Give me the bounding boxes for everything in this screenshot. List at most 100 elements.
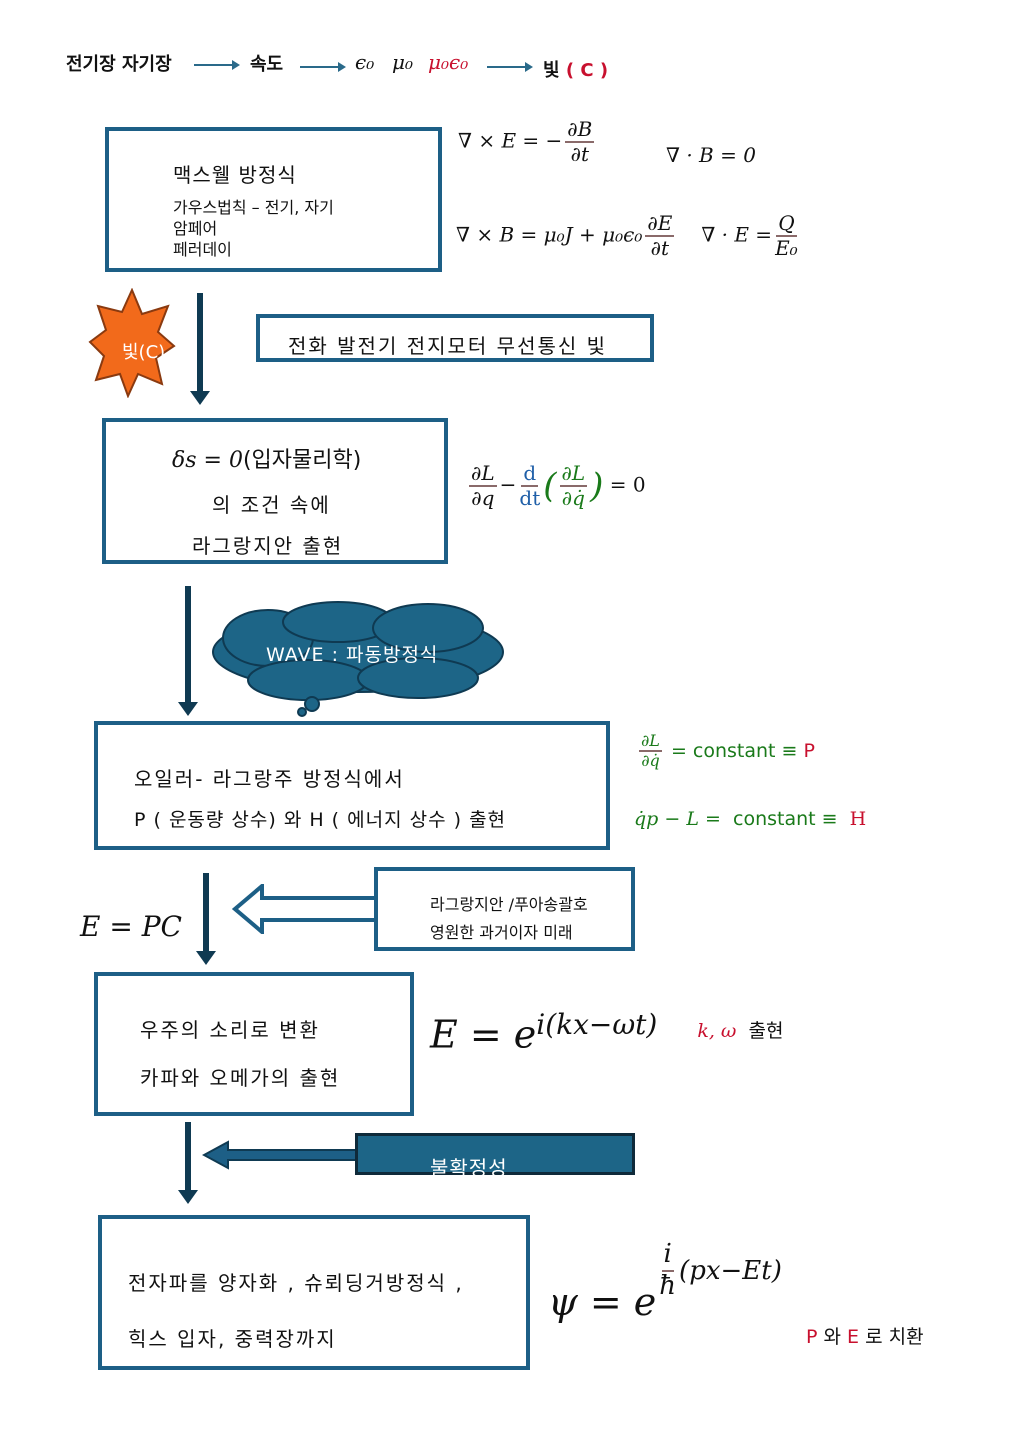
down-arrow: [190, 293, 210, 405]
eq-base: E = e: [430, 1012, 537, 1057]
eq-exponent: i(kx−ωt): [536, 1008, 658, 1041]
cloud-icon: [212, 601, 504, 717]
down-arrow: [178, 586, 198, 716]
arrow: [487, 62, 533, 72]
minus: −: [499, 472, 517, 497]
ampere-eq: ∇ × B = μ₀J + μ₀ϵ₀∂E∂t: [456, 212, 677, 260]
k-omega-emerge: k, ω 출현: [697, 1016, 783, 1057]
epsilon0: ϵ₀: [355, 50, 375, 74]
den: ∂t: [570, 142, 589, 166]
den: ∂q̇: [641, 751, 660, 771]
arrow: [194, 60, 240, 70]
down-arrow: [196, 873, 216, 965]
star-label: 빛(C): [122, 342, 166, 363]
uncertainty-banner: 불확정성: [355, 1133, 635, 1180]
delta-s: δs = 0: [172, 448, 243, 473]
condition-text: 의 조건 속에: [212, 493, 331, 517]
quantum-box: 전자파를 양자화 , 슈뢰딩거방정식 , 힉스 입자, 중력장까지: [98, 1215, 530, 1370]
and-text: 와: [823, 1326, 841, 1348]
equals-zero: = 0: [609, 472, 646, 497]
kappa-omega-text: 카파와 오메가의 출현: [140, 1066, 341, 1090]
maxwell-title: 맥스웰 방정식: [173, 163, 297, 187]
law-ampere: 암페어: [173, 219, 218, 238]
k-omega: k, ω: [697, 1019, 737, 1042]
den: ħ: [659, 1270, 677, 1301]
exp-rest: (px−Et): [679, 1255, 782, 1286]
p-h-text: P ( 운동량 상수) 와 H ( 에너지 상수 ) 출현: [134, 809, 507, 831]
eternity-text: 영원한 과거이자 미래: [430, 923, 573, 942]
poisson-text: 라그랑지안 /푸아송괄호: [430, 895, 588, 914]
den: ∂t: [650, 236, 670, 260]
eq-text: ∇ · E =: [701, 222, 773, 247]
gauss-b-eq: ∇ · B = 0: [666, 143, 756, 167]
higgs-text: 힉스 입자, 중력장까지: [128, 1327, 337, 1351]
den: E₀: [775, 236, 798, 260]
eq-base: ψ = e: [548, 1279, 657, 1324]
num: i: [661, 1239, 674, 1272]
num: ∂B: [565, 117, 595, 143]
uncertainty-label: 불확정성: [430, 1156, 508, 1180]
h-symbol: H: [849, 808, 867, 830]
hamiltonian-left: q̇p − L =: [634, 808, 721, 830]
eq-text: ∇ × E = −: [458, 128, 563, 153]
constant-text: = constant ≡: [670, 739, 798, 762]
num: ∂L: [559, 461, 588, 487]
den: dt: [519, 486, 541, 510]
mu0: μ₀: [392, 50, 414, 74]
law-faraday: 페러데이: [173, 240, 232, 259]
emerge-text: 출현: [748, 1019, 784, 1042]
maxwell-laws: 가우스법칙 – 전기, 자기 암페어 페러데이: [173, 197, 334, 260]
applications-box: 전화 발전기 전지모터 무선통신 빛: [256, 314, 654, 362]
fields-label: 전기장 자기장: [66, 54, 172, 75]
num: ∂L: [639, 731, 662, 753]
substitute-text: P 와 E 로 치환: [806, 1322, 924, 1349]
num: ∂E: [645, 211, 675, 237]
replace-text: 로 치환: [865, 1326, 924, 1348]
den: ∂q: [471, 486, 495, 510]
particle-physics: (입자물리학): [242, 448, 362, 473]
euler-lagrange-box: 오일러- 라그랑주 방정식에서 P ( 운동량 상수) 와 H ( 에너지 상수…: [94, 721, 610, 850]
light-text: 빛: [543, 60, 560, 81]
num: ∂L: [469, 461, 497, 487]
num: Q: [776, 211, 797, 237]
arrow: [300, 62, 346, 72]
star-burst-icon: [88, 288, 176, 398]
momentum-constant: ∂L∂q̇ = constant ≡ P: [636, 731, 815, 771]
euler-text: 오일러- 라그랑주 방정식에서: [134, 767, 405, 791]
left-arrow-icon: [202, 1140, 362, 1170]
e-symbol: E: [847, 1326, 860, 1348]
cosmos-box: 우주의 소리로 변환 카파와 오메가의 출현: [94, 972, 414, 1116]
p-symbol: P: [806, 1326, 818, 1348]
hollow-left-arrow-icon: [232, 884, 377, 934]
num: d: [521, 461, 539, 487]
quantization-text: 전자파를 양자화 , 슈뢰딩거방정식 ,: [128, 1271, 464, 1295]
cosmos-row: E = ei(kx−ωt) k, ω 출현: [430, 1008, 784, 1057]
c-text: ( C ): [565, 60, 609, 81]
constant-text: constant ≡: [733, 808, 838, 830]
poisson-box: 라그랑지안 /푸아송괄호 영원한 과거이자 미래: [374, 867, 635, 951]
mu0-epsilon0: μ₀ϵ₀: [428, 50, 469, 74]
lagrangian-emerges: 라그랑지안 출현: [192, 534, 344, 558]
den: ∂q̇: [561, 486, 585, 510]
p-symbol: P: [803, 739, 815, 762]
faraday-eq: ∇ × E = −∂B∂t: [458, 118, 597, 166]
least-action: δs = 0(입자물리학): [172, 442, 361, 474]
wave-eq: E = ei(kx−ωt): [430, 1008, 657, 1057]
maxwell-box: 맥스웰 방정식 가우스법칙 – 전기, 자기 암페어 페러데이: [105, 127, 442, 272]
speed-label: 속도: [250, 54, 284, 75]
light-label: 빛 ( C ): [543, 56, 608, 82]
energy-constant: q̇p − L = constant ≡ H: [634, 808, 866, 830]
wave-label: WAVE : 파동방정식: [266, 644, 439, 666]
eq-text: ∇ × B = μ₀J + μ₀ϵ₀: [456, 222, 643, 247]
e-pc-eq: E = PC: [80, 910, 182, 943]
lagrangian-box: δs = 0(입자물리학) 의 조건 속에 라그랑지안 출현: [102, 418, 448, 564]
down-arrow: [178, 1122, 198, 1204]
law-gauss: 가우스법칙 – 전기, 자기: [173, 198, 334, 217]
applications-label: 전화 발전기 전지모터 무선통신 빛: [288, 334, 608, 358]
